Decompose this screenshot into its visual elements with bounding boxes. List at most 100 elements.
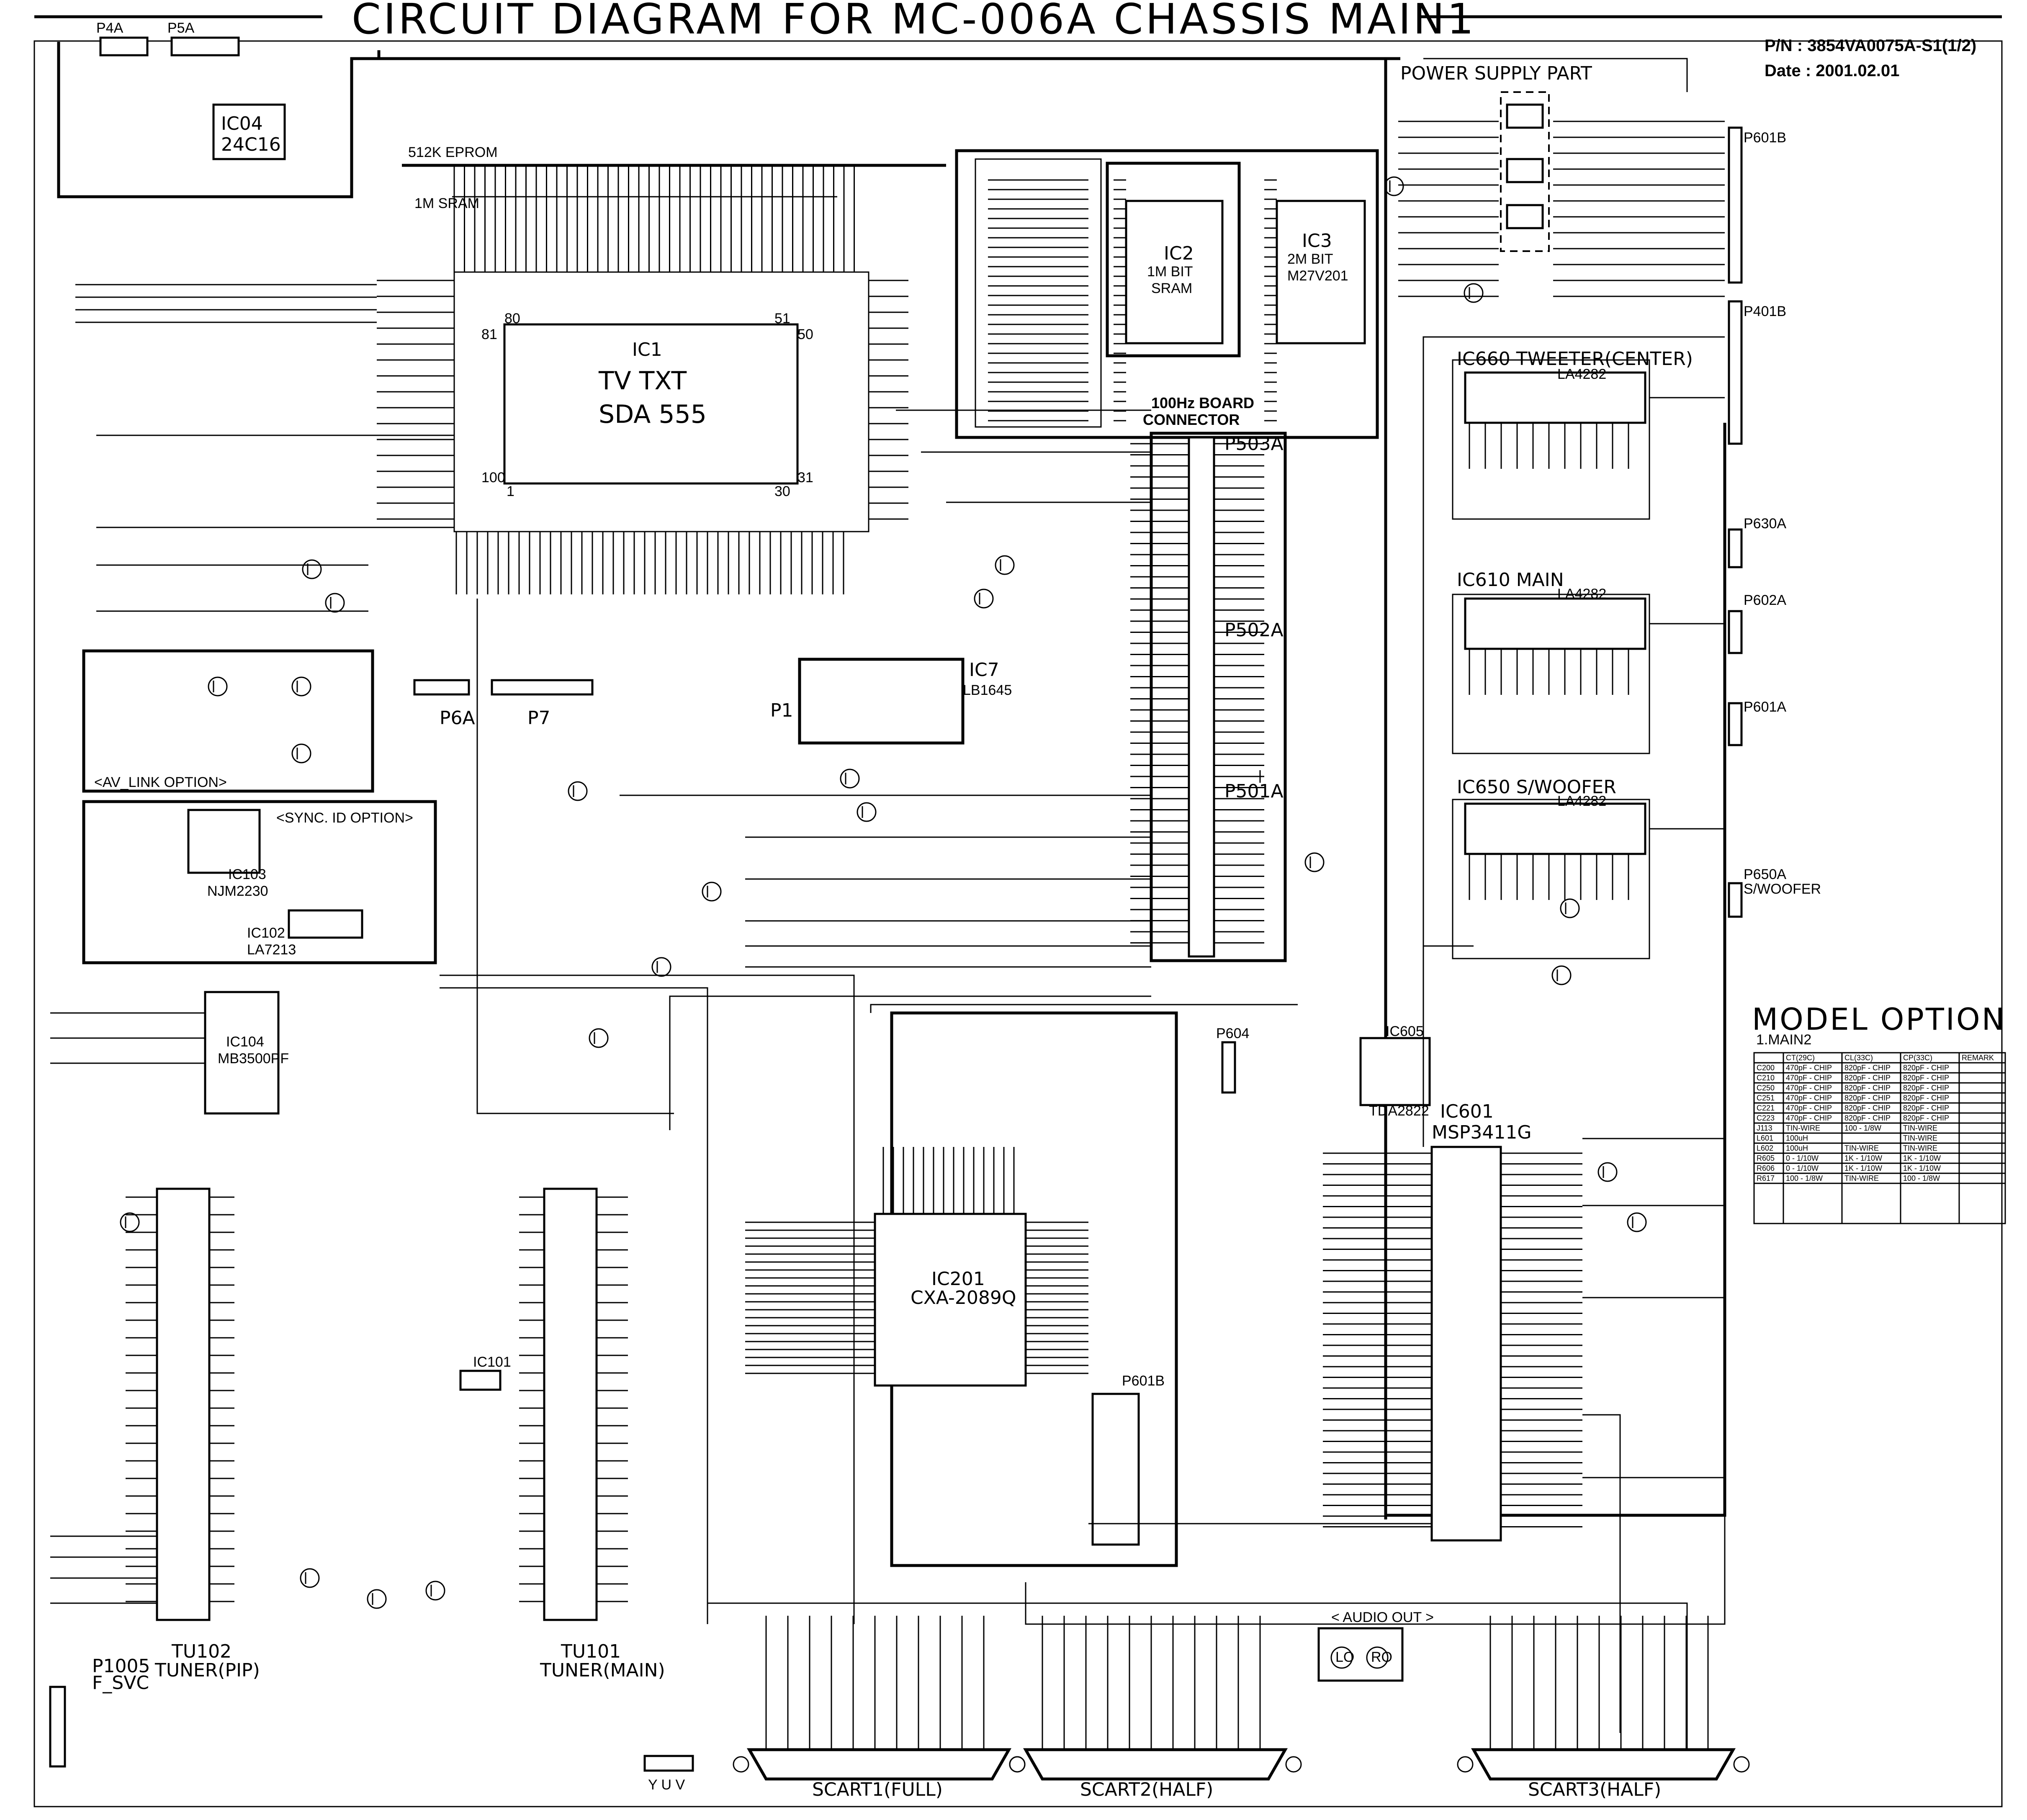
p1005-ref: P1005: [92, 1655, 150, 1677]
transistor-symbol: [425, 1581, 445, 1601]
revision-date: Date : 2001.02.01: [1765, 62, 1899, 80]
table-cell: 820pF - CHIP: [1903, 1084, 1949, 1092]
transistor-symbol: [1551, 965, 1572, 985]
p650a-connector: [1728, 882, 1743, 918]
ic601-ref: IC601: [1440, 1101, 1494, 1122]
transistor-symbol: [857, 802, 877, 822]
signal-wire: [669, 995, 1151, 1130]
board-connector-title-2: CONNECTOR: [1143, 411, 1240, 428]
p7-label: P7: [527, 707, 550, 729]
p5a-label: P5A: [167, 20, 195, 36]
ic2-block: [1125, 200, 1224, 344]
p1-label: P1: [770, 700, 793, 721]
scart2-shell: [1023, 1748, 1288, 1781]
signal-wire: [707, 1602, 1688, 1750]
power-supply-title: POWER SUPPLY PART: [1400, 63, 1592, 84]
p1005-name: F_SVC: [92, 1672, 149, 1694]
ic610-block: [1464, 597, 1646, 650]
transistors: [120, 176, 1647, 1609]
scart-mount-hole: [1285, 1756, 1302, 1773]
ic605-block: [1359, 1037, 1431, 1106]
diagram-title: CIRCUIT DIAGRAM FOR MC-006A CHASSIS MAIN…: [352, 0, 1476, 44]
ic1-name-line1: TV TXT: [598, 366, 687, 396]
table-cell: 470pF - CHIP: [1786, 1084, 1832, 1092]
ic2-name-line1: 1M BIT: [1147, 264, 1193, 280]
table-cell: 820pF - CHIP: [1903, 1104, 1949, 1112]
wire-audio-feed: [1423, 336, 1725, 947]
transistor-symbol: [1384, 176, 1404, 196]
table-cell: TIN-WIRE: [1903, 1134, 1937, 1142]
table-cell: 1K - 1/10W: [1903, 1164, 1941, 1172]
p650a-sublabel: S/WOOFER: [1744, 881, 1821, 897]
sram-label: 1M SRAM: [414, 195, 479, 211]
table-cell: 0 - 1/10W: [1786, 1154, 1819, 1162]
ic1-pin1: 1: [507, 483, 514, 499]
transistor-symbol: [300, 1568, 320, 1588]
av-link-option-box: [82, 649, 374, 793]
signal-wire: [440, 974, 855, 1624]
transistor-symbol: [995, 555, 1015, 575]
audio-out-left-jack: [1330, 1646, 1353, 1669]
p604-connector: [1221, 1041, 1236, 1094]
table-cell: TIN-WIRE: [1786, 1124, 1820, 1132]
table-cell: 820pF - CHIP: [1844, 1114, 1891, 1122]
ic650-block: [1464, 802, 1646, 855]
ic102-ref: IC102: [247, 925, 285, 941]
model-option-title: MODEL OPTION: [1752, 1002, 2006, 1037]
audio-out-right-label: RO: [1371, 1649, 1392, 1665]
ic602-regulator: [1506, 204, 1544, 229]
ic610-ref: IC610: [1457, 569, 1510, 591]
ic601-pins: [1323, 1152, 1582, 1527]
p601b-mid-connector: [1091, 1393, 1140, 1546]
transistor-symbol: [568, 781, 588, 801]
p602a-label: P602A: [1744, 592, 1786, 608]
ic1-ref: IC1: [632, 339, 662, 360]
table-cell: 820pF - CHIP: [1903, 1114, 1949, 1122]
scart3-shell: [1471, 1748, 1736, 1781]
p4a-connector: [99, 36, 149, 57]
table-cell: 1K - 1/10W: [1844, 1164, 1882, 1172]
eprom-label: 512K EPROM: [408, 144, 498, 160]
ic610-title: IC610 MAIN: [1457, 569, 1564, 591]
audio-out-left-label: LO: [1335, 1649, 1354, 1665]
table-cell: 820pF - CHIP: [1844, 1104, 1891, 1112]
transistor-symbol: [1464, 283, 1484, 303]
ic103-block: [187, 809, 261, 874]
ic201-ref: IC201: [931, 1268, 985, 1290]
amplifier-pins: [1469, 397, 1725, 900]
ic2-frame: [1106, 162, 1241, 357]
tu102-name: TUNER(PIP): [154, 1660, 260, 1681]
ic2-ref: IC2: [1164, 243, 1194, 264]
tu101-ref: TU101: [561, 1641, 621, 1662]
ic101-ref: IC101: [473, 1354, 511, 1370]
table-cell: C200: [1757, 1064, 1775, 1072]
table-cell: 470pF - CHIP: [1786, 1074, 1832, 1082]
p601a-label: P601A: [1744, 699, 1786, 715]
ic1-pin81: 81: [481, 326, 497, 342]
ic04-block: [212, 103, 286, 160]
scart-mount-hole: [1009, 1756, 1026, 1773]
transistor-symbol: [702, 882, 722, 902]
part-number: P/N : 3854VA0075A-S1(1/2): [1765, 36, 1976, 55]
table-cell: 470pF - CHIP: [1786, 1104, 1832, 1112]
table-cell: C223: [1757, 1114, 1775, 1122]
ic660-title: IC660 TWEETER(CENTER): [1457, 348, 1693, 370]
p6a-label: P6A: [440, 707, 475, 729]
transistor-symbol: [1597, 1162, 1618, 1182]
table-cell: 820pF - CHIP: [1903, 1074, 1949, 1082]
ic1-pin30: 30: [774, 483, 790, 499]
memory-frame: [955, 149, 1379, 439]
table-cell: L601: [1757, 1134, 1773, 1142]
ic650-ref: IC650: [1457, 776, 1510, 798]
transistor-symbol: [120, 1212, 140, 1232]
p602a-connector: [1728, 610, 1743, 654]
ic103-name: NJM2230: [207, 883, 268, 899]
transistor-symbol: [208, 676, 228, 697]
ic3-name-line1: 2M BIT: [1287, 251, 1333, 267]
signal-wire: [1582, 1414, 1621, 1733]
ic04-name: 24C16: [221, 134, 281, 155]
ic1-pin100: 100: [481, 470, 505, 486]
signal-wire: [476, 599, 674, 1114]
